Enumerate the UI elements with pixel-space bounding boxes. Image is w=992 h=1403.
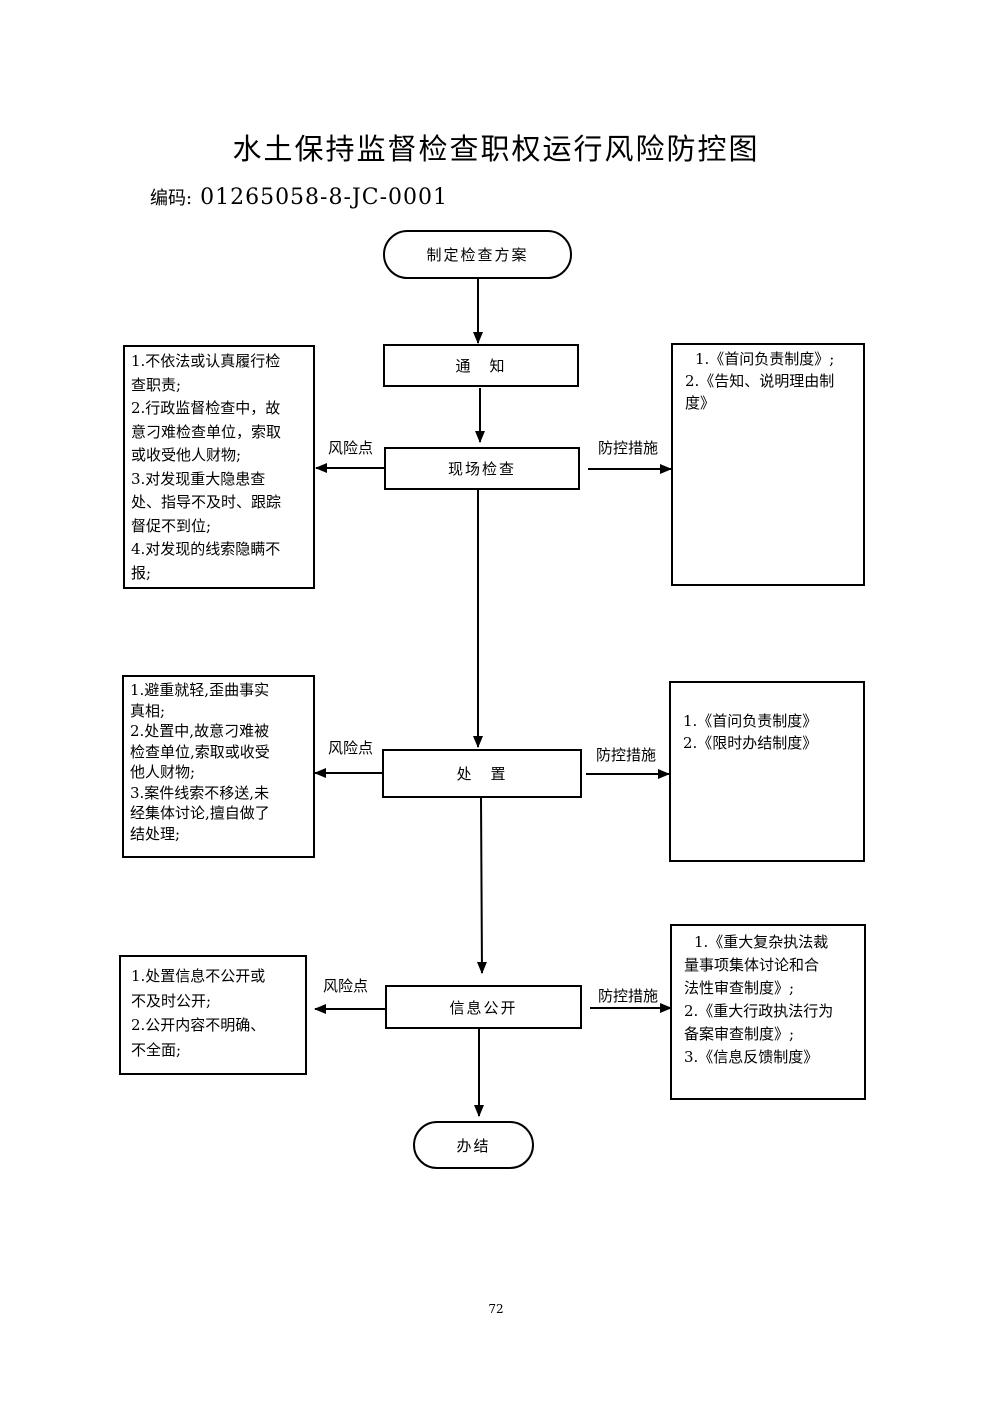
risk-line: 3.对发现重大隐患查: [131, 469, 266, 488]
risk-line: 不全面;: [131, 1040, 182, 1059]
node-handle: 处 置: [382, 749, 582, 798]
risk-label-handle: 风险点: [328, 739, 374, 757]
risk-line: 督促不到位;: [131, 516, 212, 535]
control-label-inspect: 防控措施: [598, 439, 659, 457]
risk-line: 意刁难检查单位，索取: [131, 422, 282, 441]
risk-label-publish: 风险点: [323, 977, 369, 995]
control-line: 2.《告知、说明理由制: [685, 372, 835, 390]
risk-line: 2.处置中,故意刁难被: [130, 722, 270, 740]
risk-line: 1.处置信息不公开或: [131, 967, 266, 985]
control-line: 法性审查制度》;: [684, 979, 795, 997]
control-line: 2.《重大行政执法行为: [684, 1002, 834, 1020]
arrow-handle-to-publish: [476, 797, 487, 974]
node-publish: 信息公开: [385, 985, 582, 1029]
risk-line: 报;: [131, 563, 152, 582]
risk-line: 3.案件线索不移送,未: [130, 783, 270, 802]
risk-line: 1.不依法或认真履行检: [131, 352, 281, 370]
risk-label-inspect: 风险点: [328, 439, 374, 457]
control-line: 3.《信息反馈制度》: [684, 1048, 819, 1066]
risk-line: 处、指导不及时、跟踪: [131, 493, 282, 511]
risk-line: 真相;: [130, 701, 166, 720]
risk-line: 1.避重就轻,歪曲事实: [130, 681, 270, 699]
node-notify: 通 知: [383, 344, 579, 387]
control-line: 度》: [685, 394, 716, 412]
risk-line: 他人财物;: [130, 763, 196, 781]
risk-line: 2.公开内容不明确、: [131, 1016, 266, 1034]
risk-line: 或收受他人财物;: [131, 446, 242, 464]
control-line: 备案审查制度》;: [684, 1025, 795, 1043]
code-label: 编码:: [150, 188, 193, 209]
page-number: 72: [488, 1302, 504, 1316]
control-label-handle: 防控措施: [596, 746, 657, 764]
node-start: 制定检查方案: [383, 230, 572, 279]
page-title: 水土保持监督检查职权运行风险防控图: [232, 132, 760, 166]
control-label-publish: 防控措施: [598, 987, 659, 1005]
control-line: 2.《限时办结制度》: [683, 734, 818, 752]
control-box-inspect: 1.《首问负责制度》; 2.《告知、说明理由制 度》: [671, 343, 865, 586]
node-inspect: 现场检查: [384, 447, 580, 490]
risk-line: 不及时公开;: [131, 991, 212, 1010]
control-line: 量事项集体讨论和合: [684, 956, 820, 974]
node-end: 办结: [413, 1121, 534, 1169]
risk-line: 经集体讨论,擅自做了: [130, 804, 270, 822]
control-line: 1.《首问负责制度》;: [695, 350, 835, 368]
document-code: 编码: 01265058-8-JC-0001: [150, 184, 448, 210]
risk-line: 结处理;: [130, 824, 181, 843]
risk-line: 4.对发现的线索隐瞒不: [131, 540, 281, 558]
risk-line: 检查单位,索取或收受: [130, 742, 270, 761]
control-line: 1.《重大复杂执法裁: [694, 933, 829, 951]
control-box-handle: 1.《首问负责制度》 2.《限时办结制度》: [669, 681, 865, 862]
risk-line: 2.行政监督检查中，故: [131, 399, 281, 417]
control-box-publish: 1.《重大复杂执法裁 量事项集体讨论和合 法性审查制度》; 2.《重大行政执法行…: [670, 924, 866, 1100]
risk-box-inspect: 1.不依法或认真履行检 查职责; 2.行政监督检查中，故 意刁难检查单位，索取 …: [123, 345, 315, 589]
code-value: 01265058-8-JC-0001: [200, 185, 448, 210]
risk-line: 查职责;: [131, 375, 182, 394]
risk-box-handle: 1.避重就轻,歪曲事实 真相; 2.处置中,故意刁难被 检查单位,索取或收受 他…: [122, 675, 315, 858]
control-line: 1.《首问负责制度》: [683, 712, 818, 730]
risk-box-publish: 1.处置信息不公开或 不及时公开; 2.公开内容不明确、 不全面;: [119, 955, 307, 1075]
